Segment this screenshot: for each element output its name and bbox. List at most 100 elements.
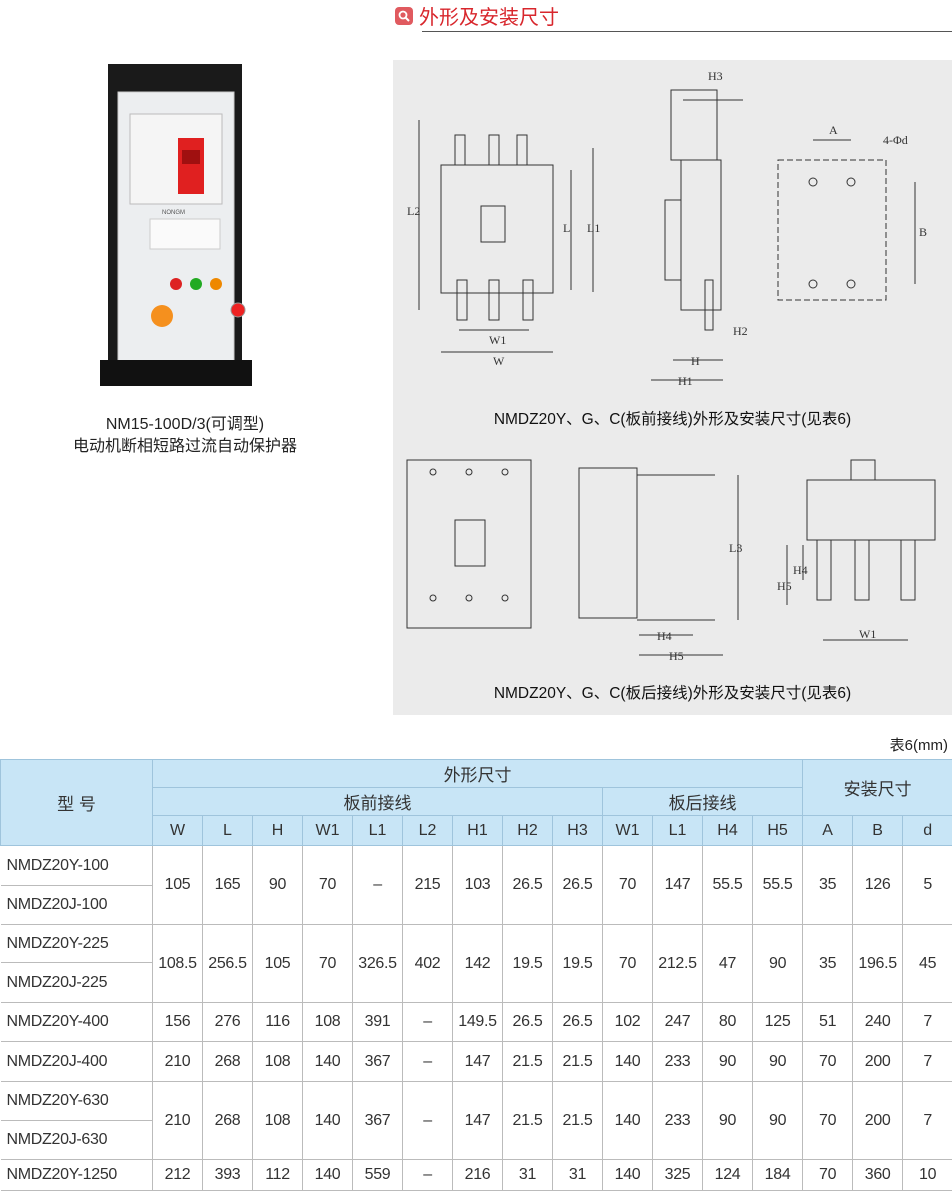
value-cell-l1: – [352,845,403,925]
value-cell-h3: 19.5 [552,924,603,1003]
value-cell-h1: 147 [452,1041,503,1082]
rear-wiring-terminal-view [786,459,936,641]
value-cell-d: 7 [902,1002,952,1042]
value-cell-h2: 26.5 [502,1002,553,1042]
search-icon [395,6,413,25]
value-cell-h4: 80 [702,1002,753,1042]
model-cell: NMDZ20Y-400 [0,1002,153,1042]
label-H5: H5 [777,579,792,593]
value-cell-h1: 147 [452,1081,503,1160]
label-L2: L2 [407,204,420,218]
value-cell-h5: 55.5 [751,845,804,925]
mount-header: 安装尺寸 [802,759,952,816]
label-W1: W1 [489,333,506,347]
value-cell-w: 105 [152,845,203,925]
column-header-d: d [902,815,952,846]
value-cell-a: 35 [802,924,854,1003]
value-cell-h1: 216 [452,1159,503,1191]
value-cell-h3: 21.5 [552,1041,603,1082]
value-cell-h5: 90 [751,924,804,1003]
value-cell-w1: 70 [302,924,353,1003]
column-header-h4: H4 [702,815,753,846]
value-cell-h: 116 [252,1002,303,1042]
rear-wiring-header: 板后接线 [601,787,804,816]
value-cell-h3: 21.5 [552,1081,603,1160]
value-cell-b: 196.5 [852,924,904,1003]
model-cell: NMDZ20J-630 [0,1120,153,1160]
value-cell-l1: 233 [652,1041,703,1082]
label-H4-rear: H4 [657,629,672,643]
value-cell-d: 10 [902,1159,952,1191]
label-A: A [829,123,838,137]
value-cell-l: 165 [202,845,253,925]
value-cell-b: 126 [852,845,904,925]
label-H5-rear: H5 [669,649,684,663]
label-H4: H4 [793,563,808,577]
value-cell-w1: 70 [602,924,653,1003]
model-cell: NMDZ20J-400 [0,1041,153,1082]
value-cell-w1: 140 [302,1041,353,1082]
table-unit-note: 表6(mm) [889,737,948,754]
label-H1: H1 [678,374,693,388]
value-cell-h2: 21.5 [502,1081,553,1160]
value-cell-h2: 19.5 [502,924,553,1003]
rear-wiring-caption: NMDZ20Y、G、C(板后接线)外形及安装尺寸(见表6) [493,685,852,702]
value-cell-w1: 70 [302,845,353,925]
dimension-drawings-panel: L2 L L1 W1 W H3 H2 H H1 A 4-Φd B [393,60,952,715]
value-cell-h3: 26.5 [552,845,603,925]
model-cell: NMDZ20Y-225 [0,924,153,963]
value-cell-h: 112 [252,1159,303,1191]
value-cell-l2: – [402,1081,453,1160]
model-cell: NMDZ20Y-1250 [0,1159,153,1191]
value-cell-a: 70 [802,1159,854,1191]
value-cell-h1: 149.5 [452,1002,503,1042]
value-cell-l1: 147 [652,845,703,925]
column-header-h5: H5 [751,815,804,846]
value-cell-b: 200 [852,1041,904,1082]
value-cell-h: 105 [252,924,303,1003]
value-cell-l1: 367 [352,1041,403,1082]
label-H2: H2 [733,324,748,338]
label-L: L [563,221,570,235]
value-cell-w1: 140 [302,1159,353,1191]
product-model: NM15-100D/3(可调型) [105,416,265,433]
model-header: 型 号 [0,759,153,846]
column-header-h2: H2 [502,815,553,846]
column-header-h1: H1 [452,815,503,846]
value-cell-h4: 55.5 [702,845,753,925]
value-cell-l2: – [402,1002,453,1042]
model-cell: NMDZ20Y-100 [0,845,153,886]
value-cell-l1: 559 [352,1159,403,1191]
value-cell-h1: 103 [452,845,503,925]
value-cell-l: 268 [202,1041,253,1082]
value-cell-h: 108 [252,1041,303,1082]
table-row: NMDZ20J-225 [0,962,952,1003]
column-header-w: W [152,815,203,846]
value-cell-d: 7 [902,1041,952,1082]
value-cell-w: 210 [152,1081,203,1160]
model-cell: NMDZ20Y-630 [0,1081,153,1121]
value-cell-b: 240 [852,1002,904,1042]
value-cell-w1: 102 [602,1002,653,1042]
value-cell-w: 210 [152,1041,203,1082]
label-L1: L1 [587,221,600,235]
value-cell-a: 70 [802,1081,854,1160]
value-cell-h5: 90 [751,1081,804,1160]
front-wiring-caption: NMDZ20Y、G、C(板前接线)外形及安装尺寸(见表6) [493,411,852,428]
value-cell-h5: 90 [751,1041,804,1082]
front-wiring-front-view [418,120,594,353]
value-cell-l: 268 [202,1081,253,1160]
value-cell-w: 108.5 [152,924,203,1003]
value-cell-h5: 184 [751,1159,804,1191]
value-cell-b: 200 [852,1081,904,1160]
value-cell-l2: – [402,1041,453,1082]
value-cell-h5: 125 [751,1002,804,1042]
rear-wiring-front-view [406,459,532,629]
value-cell-h3: 26.5 [552,1002,603,1042]
value-cell-h2: 26.5 [502,845,553,925]
model-cell: NMDZ20J-225 [0,962,153,1003]
value-cell-l1: 247 [652,1002,703,1042]
